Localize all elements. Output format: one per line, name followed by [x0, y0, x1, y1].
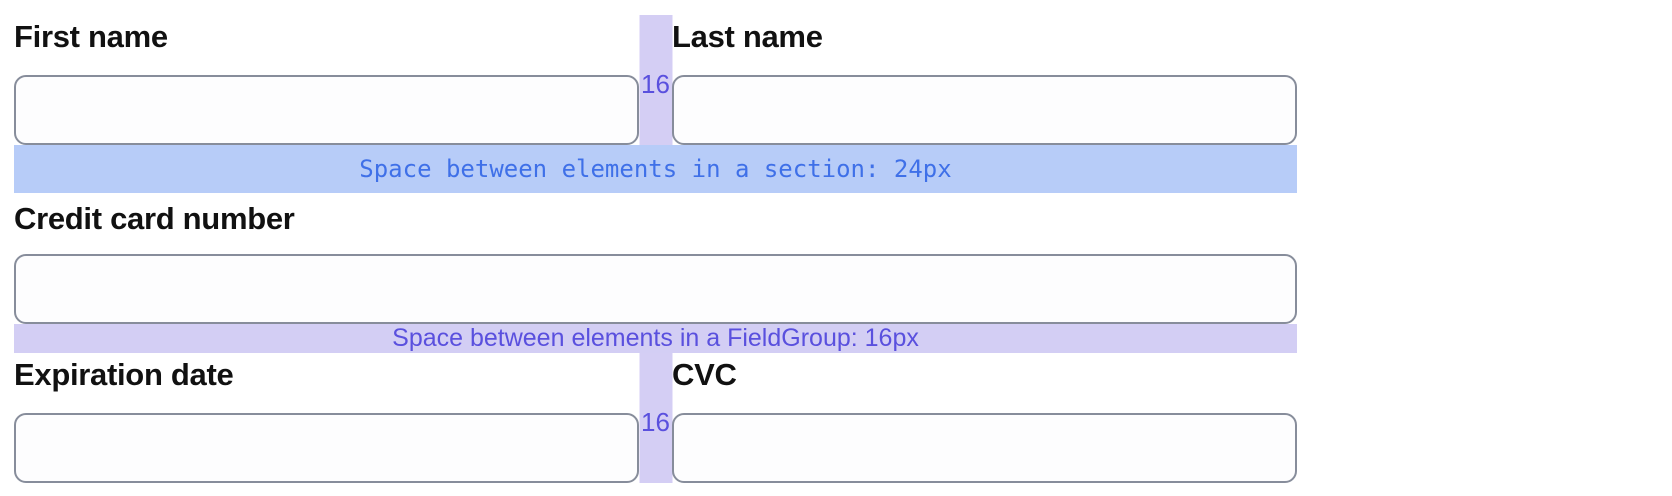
- expiration-field-group: Expiration date: [14, 357, 639, 483]
- credit-card-field-group: Credit card number: [14, 201, 1297, 324]
- last-name-label: Last name: [672, 19, 823, 54]
- gap-size-label: 16: [641, 69, 670, 99]
- expiration-label: Expiration date: [14, 357, 234, 392]
- credit-card-label: Credit card number: [14, 201, 295, 236]
- fieldgroup-spacing-annotation: Space between elements in a FieldGroup: …: [14, 324, 1297, 353]
- section-spacing-annotation: Space between elements in a section: 24p…: [14, 145, 1297, 193]
- last-name-field-group: Last name: [672, 19, 1297, 145]
- last-name-input[interactable]: [672, 75, 1297, 145]
- first-name-field-group: First name: [14, 19, 639, 145]
- cvc-field-group: CVC: [672, 357, 1297, 483]
- cvc-label: CVC: [672, 357, 737, 392]
- form-spacing-spec: 16 First name Last name Space between el…: [14, 0, 1297, 483]
- name-field-row: 16 First name Last name: [14, 15, 1297, 145]
- gap-size-label: 16: [641, 407, 670, 437]
- column-gap-strip: [639, 15, 672, 145]
- column-gap-strip: [639, 353, 672, 483]
- credit-card-input[interactable]: [14, 254, 1297, 324]
- credit-card-row: Credit card number: [14, 193, 1297, 324]
- expiration-cvc-row: 16 Expiration date CVC: [14, 353, 1297, 483]
- fieldgroup-spacing-label: Space between elements in a FieldGroup: …: [392, 324, 919, 352]
- section-spacing-label: Space between elements in a section: 24p…: [359, 155, 952, 183]
- cvc-input[interactable]: [672, 413, 1297, 483]
- expiration-input[interactable]: [14, 413, 639, 483]
- first-name-input[interactable]: [14, 75, 639, 145]
- first-name-label: First name: [14, 19, 168, 54]
